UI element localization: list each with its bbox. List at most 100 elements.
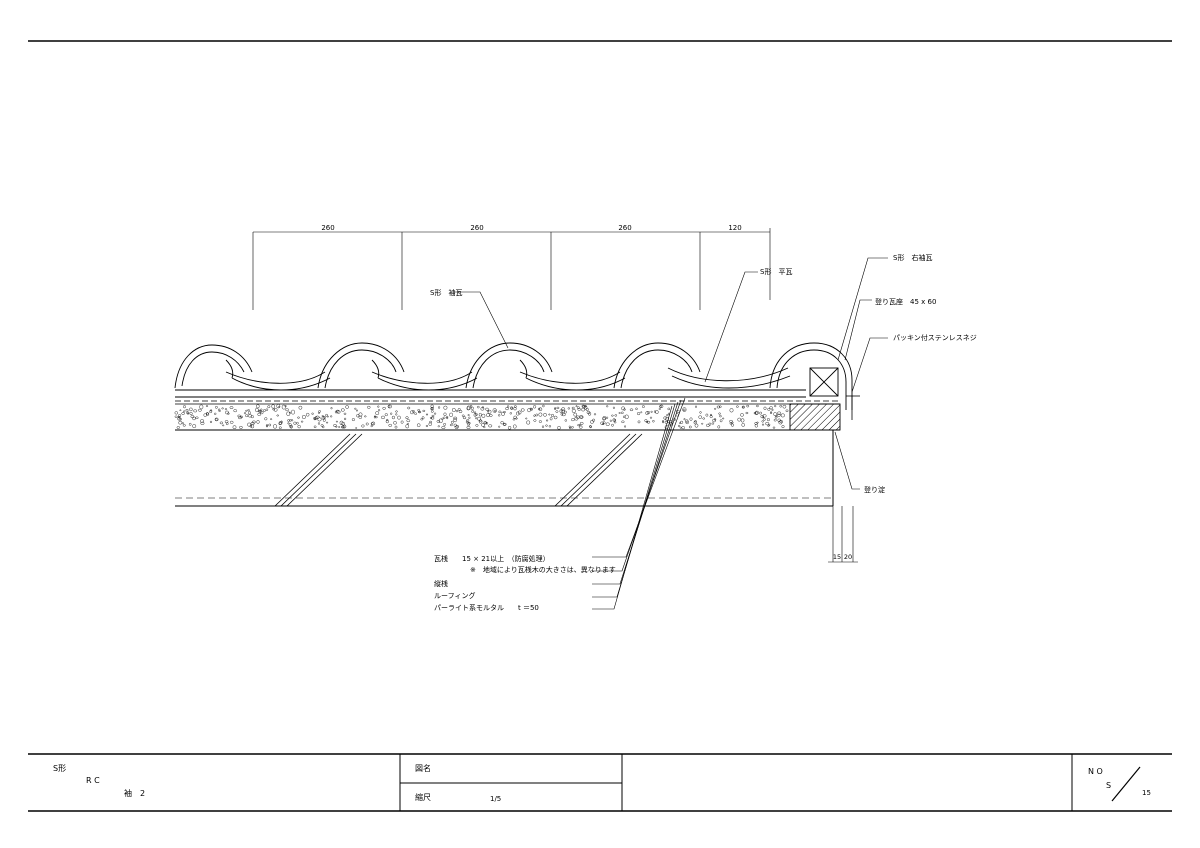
mortar-aggregate-dot xyxy=(394,425,398,429)
mortar-aggregate-dot xyxy=(477,416,481,421)
label-nobori-yodo: 登り淀 xyxy=(864,485,885,494)
mortar-aggregate-dot xyxy=(678,424,681,427)
mortar-aggregate-dot xyxy=(621,411,624,414)
mortar-aggregate-dot xyxy=(554,408,557,410)
mortar-aggregate-dot xyxy=(245,409,248,412)
mortar-aggregate-dot xyxy=(556,406,560,409)
mortar-aggregate-dot xyxy=(612,406,615,409)
mortar-aggregate-dot xyxy=(529,407,533,411)
mortar-aggregate-dot xyxy=(500,421,504,425)
mortar-aggregate-dot xyxy=(298,405,303,410)
mortar-aggregate-dot xyxy=(756,404,759,408)
mortar-aggregate-dot xyxy=(330,407,333,410)
mortar-aggregate-dot xyxy=(575,415,580,419)
mortar-aggregate-dot xyxy=(520,408,525,412)
mortar-aggregate-dot xyxy=(508,426,512,430)
mortar-aggregate-dot xyxy=(772,426,776,429)
mortar-aggregate-dot xyxy=(466,419,470,422)
mortar-aggregate-dot xyxy=(193,409,198,413)
dim-label-20: 20 xyxy=(844,553,852,561)
mortar-aggregate-dot xyxy=(526,420,531,425)
mortar-aggregate-dot xyxy=(466,426,471,430)
mortar-aggregate-dot xyxy=(256,420,260,424)
mortar-aggregate-dot xyxy=(765,422,770,426)
mortar-aggregate-dot xyxy=(629,408,634,412)
mortar-aggregate-dot xyxy=(487,410,490,413)
mortar-aggregate-dot xyxy=(407,406,411,410)
mortar-aggregate-dot xyxy=(260,410,264,415)
mortar-aggregate-dot xyxy=(635,407,638,410)
mortar-aggregate-dot xyxy=(763,418,766,421)
mortar-aggregate-dot xyxy=(578,425,583,429)
slab-break-lines xyxy=(274,433,643,507)
mortar-aggregate-dot xyxy=(430,416,435,420)
mortar-aggregate-dot xyxy=(262,409,266,412)
mortar-aggregate-dot xyxy=(414,412,417,415)
mortar-aggregate-dot xyxy=(233,409,237,413)
mortar-aggregate-dot xyxy=(229,420,234,424)
mortar-aggregate-dot xyxy=(378,409,381,412)
mortar-aggregate-dot xyxy=(278,421,282,426)
mortar-aggregate-dot xyxy=(265,408,269,411)
mortar-aggregate-dot xyxy=(694,420,697,423)
mortar-aggregate-dot xyxy=(478,412,482,417)
mortar-aggregate-dot xyxy=(182,424,186,427)
mortar-aggregate-dot xyxy=(475,413,478,416)
mortar-aggregate-dot xyxy=(256,404,260,409)
mortar-aggregate-dot xyxy=(775,415,778,418)
mortar-aggregate-dot xyxy=(268,423,272,427)
mortar-aggregate-dot xyxy=(370,422,374,426)
label-s-hira-kawara: S形 平瓦 xyxy=(760,268,792,276)
s-tile-row xyxy=(174,342,853,410)
mortar-aggregate-dot xyxy=(612,418,616,422)
mortar-aggregate-dot xyxy=(449,412,453,417)
mortar-aggregate-dot xyxy=(640,411,643,414)
mortar-aggregate-dot xyxy=(714,407,717,410)
mortar-aggregate-dot xyxy=(266,425,268,428)
mortar-aggregate-dot xyxy=(322,425,325,429)
mortar-aggregate-dot xyxy=(571,418,575,422)
mortar-aggregate-dot xyxy=(745,411,749,415)
mortar-aggregate-dot xyxy=(512,418,516,421)
mortar-aggregate-dot xyxy=(517,410,522,415)
mortar-aggregate-dot xyxy=(336,410,341,414)
mortar-aggregate-dot xyxy=(695,405,697,408)
mortar-aggregate-dot xyxy=(498,410,502,414)
mortar-aggregate-dot xyxy=(611,423,614,427)
mortar-aggregate-dot xyxy=(737,417,741,422)
mortar-aggregate-dot xyxy=(746,404,750,408)
mortar-aggregate-dot xyxy=(315,415,320,419)
mortar-aggregate-dot xyxy=(561,409,565,413)
mortar-aggregate-dot xyxy=(430,410,434,413)
mortar-aggregate-dot xyxy=(281,404,286,410)
mortar-aggregate-dot xyxy=(573,412,577,417)
mortar-aggregate-dot xyxy=(777,413,781,417)
mortar-aggregate-dot xyxy=(760,415,765,419)
mortar-aggregate-dot xyxy=(338,426,341,428)
mortar-aggregate-dot xyxy=(287,422,290,425)
mortar-aggregate-dot xyxy=(225,410,229,415)
mortar-aggregate-dot xyxy=(245,414,249,418)
mortar-aggregate-dot xyxy=(429,416,433,419)
mortar-aggregate-dot xyxy=(624,425,627,428)
mortar-aggregate-dot xyxy=(255,407,259,413)
mortar-aggregate-dot xyxy=(183,405,186,409)
mortar-aggregate-dot xyxy=(393,421,397,425)
title-structure: R C xyxy=(86,776,100,785)
mortar-aggregate-dot xyxy=(273,424,277,429)
mortar-aggregate-dot xyxy=(609,419,612,422)
label-s-sode-kawara: S形 袖瓦 xyxy=(430,288,462,297)
mortar-aggregate-dot xyxy=(592,418,596,422)
mortar-aggregate-dot xyxy=(533,405,537,409)
mortar-aggregate-dot xyxy=(571,406,575,410)
mortar-aggregate-dot xyxy=(729,419,733,423)
bottom-dimension-lines xyxy=(828,506,858,563)
mortar-aggregate-dot xyxy=(313,418,316,421)
mortar-aggregate-dot xyxy=(189,407,193,412)
mortar-aggregate-dot xyxy=(571,409,576,413)
mortar-aggregate-dot xyxy=(437,425,440,428)
mortar-aggregate-dot xyxy=(449,423,453,427)
mortar-aggregate-dot xyxy=(422,409,426,412)
mortar-aggregate-dot xyxy=(192,424,197,428)
mortar-aggregate-dot xyxy=(258,410,262,414)
